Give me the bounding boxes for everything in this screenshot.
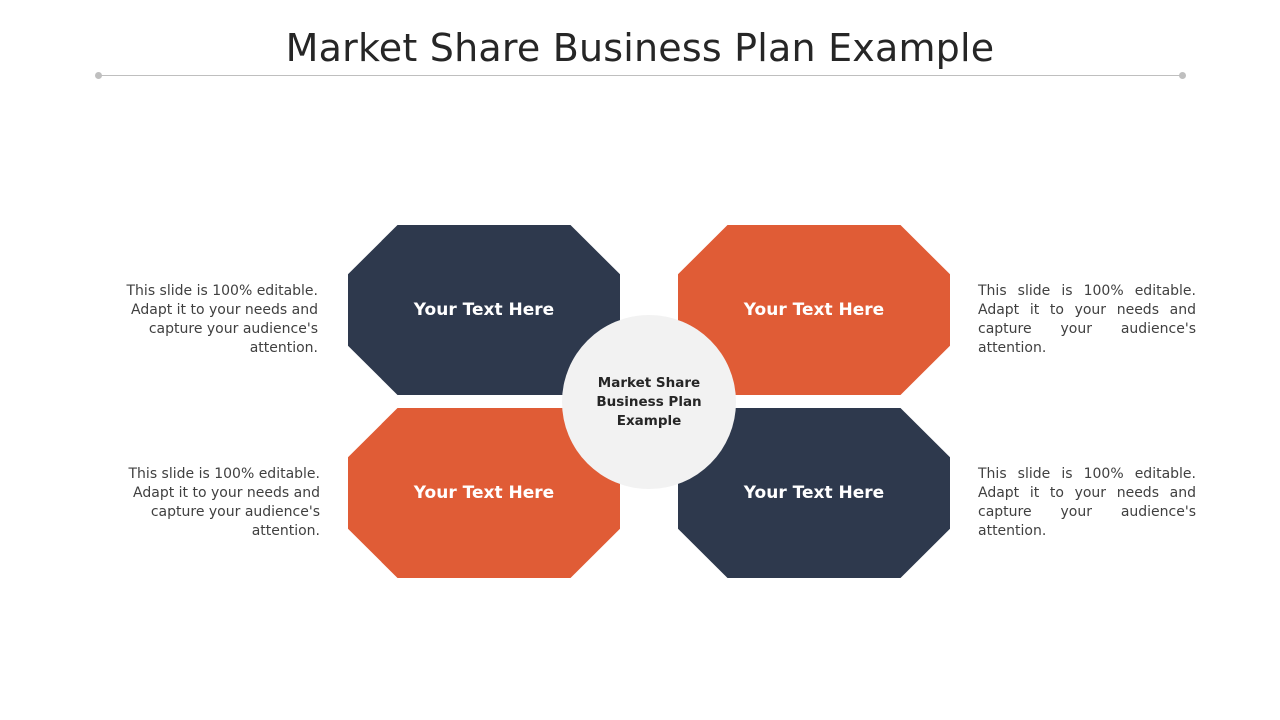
block-bottom-right: Your Text Here (678, 408, 950, 578)
block-top-left-label: Your Text Here (413, 300, 555, 320)
description-bottom-right: This slide is 100% editable. Adapt it to… (978, 466, 1196, 539)
underline-right-dot (1179, 72, 1186, 79)
center-circle-label: Market Share Business Plan Example (596, 374, 702, 429)
description-bottom-left: This slide is 100% editable. Adapt it to… (128, 466, 321, 539)
center-circle: Market Share Business Plan Example (562, 315, 736, 489)
block-bottom-left-label: Your Text Here (413, 483, 555, 503)
block-bottom-right-label: Your Text Here (743, 483, 885, 503)
slide-title: Market Share Business Plan Example (285, 26, 995, 70)
block-top-right-label: Your Text Here (743, 300, 885, 320)
title-underline (98, 75, 1183, 76)
block-top-left: Your Text Here (348, 225, 620, 395)
description-top-right: This slide is 100% editable. Adapt it to… (978, 283, 1196, 356)
underline-left-dot (95, 72, 102, 79)
description-top-left: This slide is 100% editable. Adapt it to… (126, 283, 319, 356)
